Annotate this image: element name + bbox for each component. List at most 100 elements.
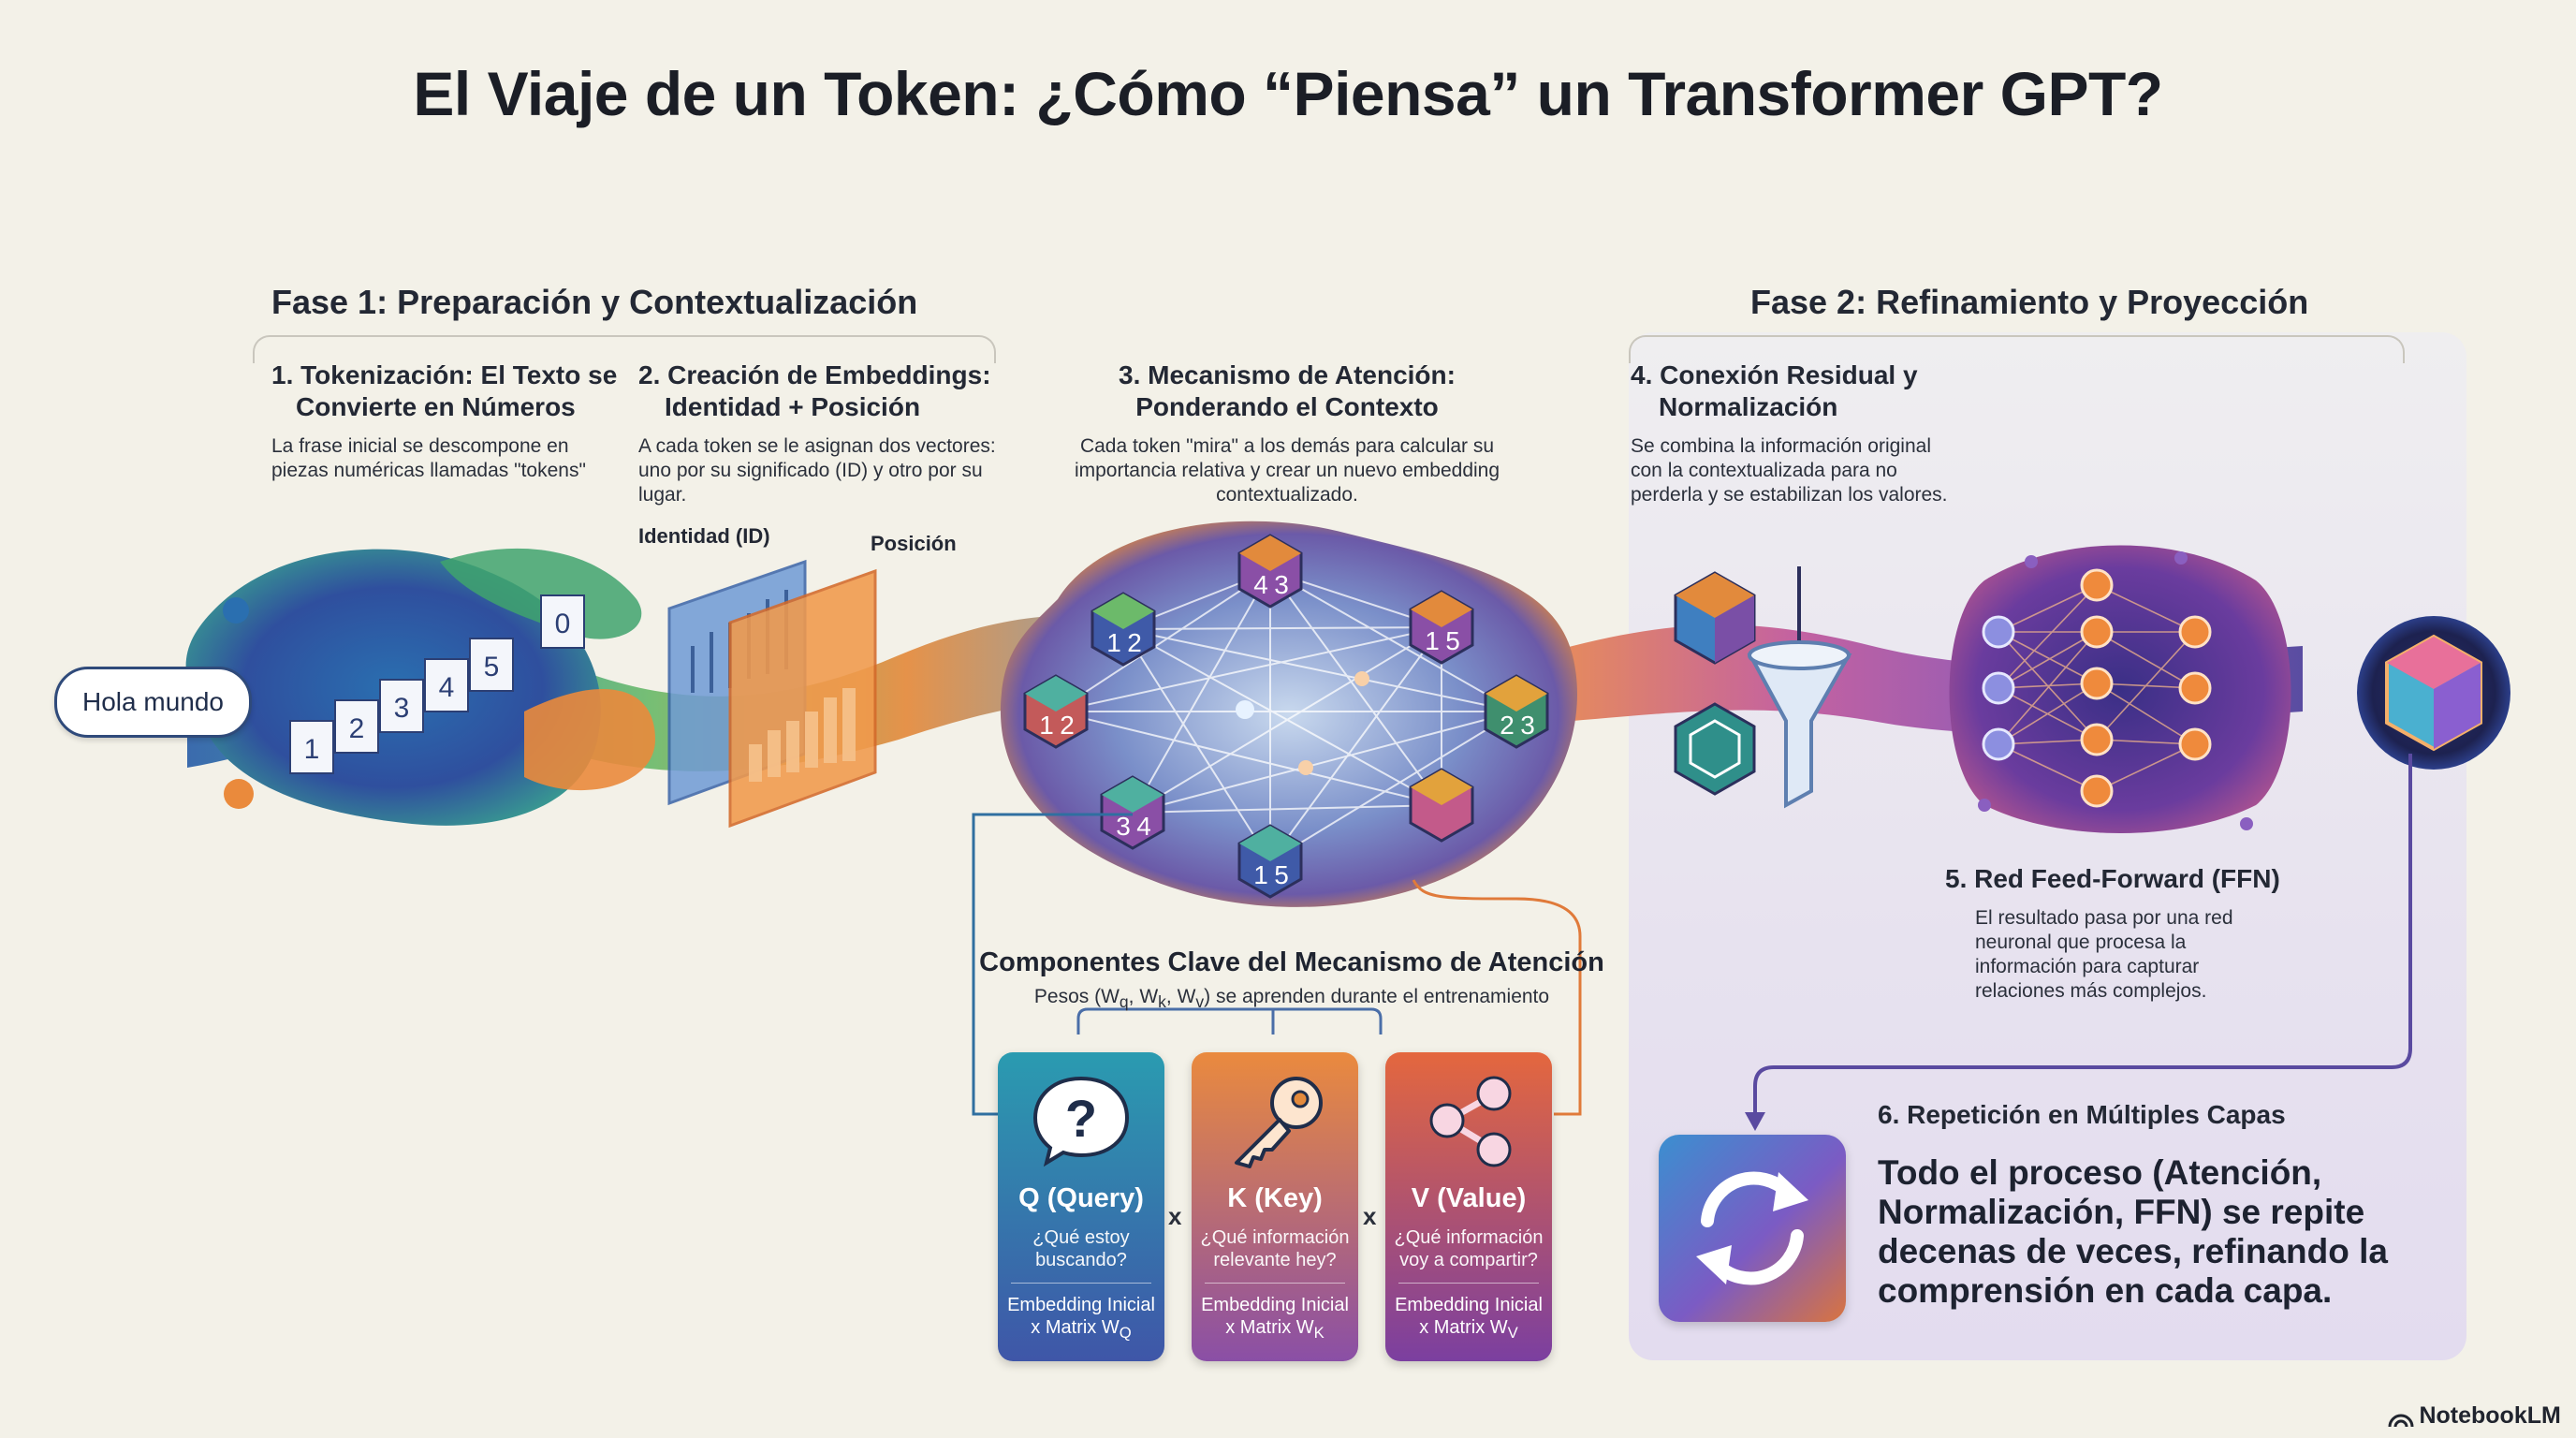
- components-subtitle: Pesos (Wq, Wk, Wv) se aprenden durante e…: [1033, 986, 1550, 1012]
- repeat-text-line1: Todo el proceso (Atención,: [1878, 1153, 2322, 1192]
- embedding-position-label: Posición: [871, 532, 957, 555]
- query-card: ? Q (Query) ¿Qué estoy buscando? Embeddi…: [998, 1052, 1164, 1361]
- token-digit-5: 5: [484, 652, 500, 682]
- query-card-formula-line1: Embedding Inicial: [1007, 1295, 1155, 1315]
- phase1-title: Fase 1: Preparación y Contextualización: [271, 283, 918, 321]
- step5-desc-line1: El resultado pasa por una red: [1975, 907, 2233, 929]
- step1-title-line2: Convierte en Números: [296, 392, 576, 421]
- key-card-formula-sub: K: [1313, 1324, 1325, 1342]
- step1-desc-line2: piezas numéricas llamadas "tokens": [271, 460, 586, 481]
- step4-title-line1: 4. Conexión Residual y: [1631, 360, 1918, 389]
- step2-title-line2: Identidad + Posición: [665, 392, 921, 421]
- attention-node-5-a: 1: [1253, 860, 1268, 889]
- step3-title-line1: 3. Mecanismo de Atención:: [1119, 360, 1456, 389]
- step4-desc-line2: con la contextualizada para no: [1631, 460, 1897, 481]
- attention-node-6-b: 4: [1136, 812, 1151, 841]
- step1-desc-line1: La frase inicial se descompone en: [271, 435, 569, 457]
- attention-node-2-b: 5: [1445, 626, 1460, 655]
- attention-node-7-a: 1: [1039, 711, 1054, 740]
- components-subtitle-pre: Pesos (W: [1033, 986, 1120, 1007]
- brand-mark: NotebookLM: [2387, 1402, 2561, 1431]
- key-card-question-line2: relevante hey?: [1213, 1250, 1337, 1270]
- step2-desc-line1: A cada token se le asignan dos vectores:: [638, 435, 996, 457]
- key-card: K (Key) ¿Qué información relevante hey? …: [1192, 1052, 1358, 1361]
- step3-block: 3. Mecanismo de Atención: Ponderando el …: [1058, 360, 1516, 507]
- repeat-text-line2: Normalización, FFN) se repite: [1878, 1193, 2365, 1231]
- value-card-divider: [1398, 1283, 1539, 1284]
- key-card-question-line1: ¿Qué información: [1200, 1227, 1350, 1248]
- repeat-loop-connector: [1745, 754, 2412, 1131]
- value-card-formula-line2: x Matrix W: [1419, 1317, 1508, 1338]
- components-subtitle-post: ) se aprenden durante el entrenamiento: [1204, 986, 1550, 1007]
- step5-desc-line2: neuronal que procesa la: [1975, 932, 2187, 953]
- key-card-title: K (Key): [1227, 1183, 1323, 1213]
- flow-stream-graphic: 1 2 3 4 5 0: [185, 521, 2510, 907]
- components-title: Componentes Clave del Mecanismo de Atenc…: [979, 947, 1604, 977]
- svg-text:?: ?: [1065, 1089, 1097, 1148]
- step3-title-line2: Ponderando el Contexto: [1135, 392, 1439, 421]
- step6-title: 6. Repetición en Múltiples Capas: [1878, 1100, 2286, 1129]
- query-card-question-line2: buscando?: [1035, 1250, 1127, 1270]
- attention-node-2-a: 1: [1425, 626, 1440, 655]
- step2-desc-line2: uno por su significado (ID) y otro por s…: [638, 460, 983, 481]
- step2-block: 2. Creación de Embeddings: Identidad + P…: [638, 360, 1032, 507]
- step5-desc-line4: relaciones más complejos.: [1975, 980, 2207, 1002]
- value-card: V (Value) ¿Qué información voy a compart…: [1385, 1052, 1552, 1361]
- step2-desc-line3: lugar.: [638, 484, 687, 506]
- multiply-sign-1: x: [1168, 1202, 1182, 1230]
- repeat-tile: [1659, 1135, 1846, 1322]
- token-digit-1: 1: [304, 734, 320, 765]
- page-title: El Viaje de un Token: ¿Cómo “Piensa” un …: [413, 59, 2163, 128]
- value-card-formula-sub: V: [1507, 1324, 1518, 1342]
- attention-node-5-b: 5: [1274, 860, 1289, 889]
- token-digit-4: 4: [439, 672, 455, 703]
- token-digit-6: 0: [555, 609, 571, 639]
- output-vector-graphic: [2357, 616, 2510, 770]
- attention-node-1-a: 4: [1253, 570, 1268, 599]
- attention-node-8-a: 1: [1106, 628, 1121, 657]
- value-card-title: V (Value): [1411, 1183, 1527, 1213]
- ffn-network-graphic: [1949, 545, 2291, 833]
- step5-block: 5. Red Feed-Forward (FFN) El resultado p…: [1945, 863, 2320, 1004]
- key-card-formula-line1: Embedding Inicial: [1201, 1295, 1349, 1315]
- components-block: Componentes Clave del Mecanismo de Atenc…: [964, 947, 1619, 1012]
- brand-name: NotebookLM: [2419, 1402, 2561, 1429]
- residual-normalization-graphic: [1674, 566, 1852, 809]
- attention-node-8-b: 2: [1127, 628, 1142, 657]
- multiply-sign-2: x: [1363, 1202, 1377, 1230]
- step3-desc-line3: contextualizado.: [1216, 484, 1358, 506]
- token-cubes: 1 2 3 4 5 0: [289, 594, 585, 774]
- step4-desc-line3: perderla y se estabilizan los valores.: [1631, 484, 1948, 506]
- share-icon: [1385, 1069, 1552, 1172]
- query-card-title: Q (Query): [1018, 1183, 1144, 1213]
- attention-node-3-b: 3: [1520, 711, 1535, 740]
- query-card-formula-sub: Q: [1119, 1324, 1132, 1342]
- phase2-title: Fase 2: Refinamiento y Proyección: [1750, 283, 2309, 321]
- token-digit-2: 2: [349, 713, 365, 744]
- embedding-panels: [667, 559, 877, 829]
- embedding-identity-label: Identidad (ID): [638, 524, 770, 548]
- step5-desc-line3: información para capturar: [1975, 956, 2200, 977]
- query-card-question-line1: ¿Qué estoy: [1032, 1227, 1130, 1248]
- weight-sub-v: v: [1195, 992, 1205, 1012]
- attention-node-3-a: 2: [1500, 711, 1515, 740]
- value-card-question-line2: voy a compartir?: [1399, 1250, 1538, 1270]
- repeat-text-line3: decenas de veces, refinando la: [1878, 1232, 2388, 1270]
- step2-title-line1: 2. Creación de Embeddings:: [638, 360, 991, 389]
- step1-block: 1. Tokenización: El Texto se Convierte e…: [271, 360, 627, 483]
- question-icon: ?: [998, 1069, 1164, 1172]
- input-phrase-bubble: Hola mundo: [54, 667, 252, 738]
- value-card-question-line1: ¿Qué información: [1394, 1227, 1544, 1248]
- phase1-bracket: [253, 335, 996, 363]
- step1-title-line1: 1. Tokenización: El Texto se: [271, 360, 618, 389]
- attention-node-1-b: 3: [1274, 570, 1289, 599]
- step3-desc-line1: Cada token "mira" a los demás para calcu…: [1079, 435, 1495, 457]
- attention-node-6-a: 3: [1116, 812, 1131, 841]
- weight-sub-q: q: [1119, 992, 1129, 1012]
- query-card-divider: [1011, 1283, 1151, 1284]
- refresh-icon: [1696, 1171, 1808, 1285]
- repeat-text-line4: comprensión en cada capa.: [1878, 1271, 2333, 1310]
- step4-desc-line1: Se combina la información original: [1631, 435, 1931, 457]
- component-connectors: [972, 813, 1582, 1116]
- key-card-divider: [1205, 1283, 1345, 1284]
